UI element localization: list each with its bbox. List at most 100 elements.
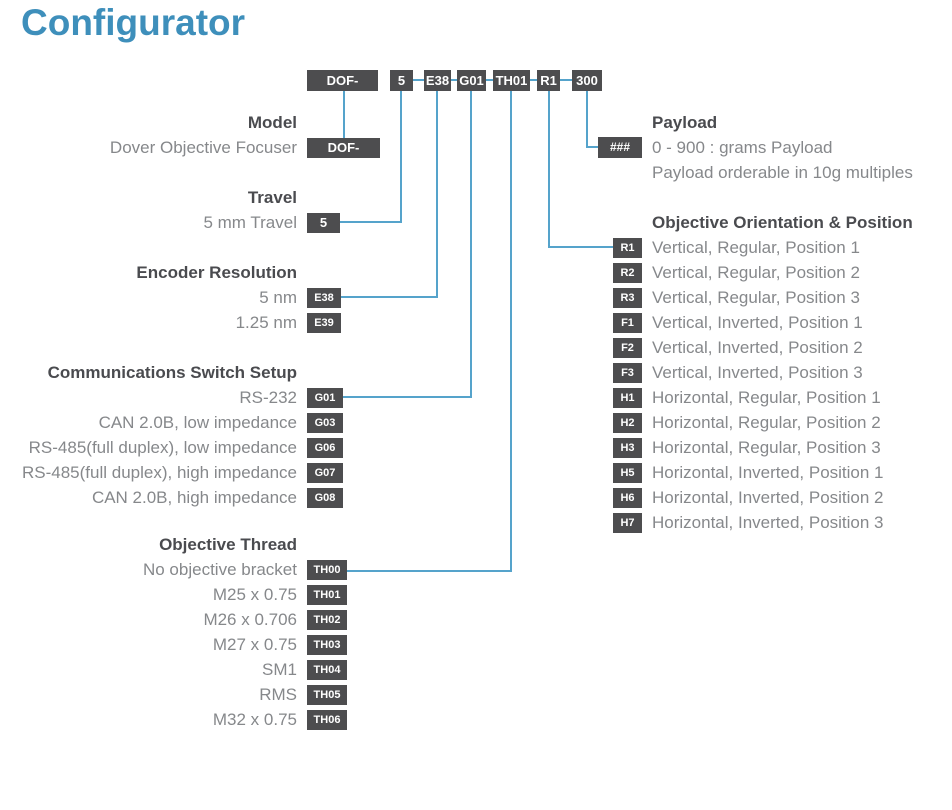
option-label: M27 x 0.75 <box>212 634 297 654</box>
section-model: Model Dover Objective Focuser DOF- <box>0 110 400 160</box>
connector-orientation-vertical <box>548 91 550 248</box>
section-model-options: Dover Objective Focuser DOF- <box>0 135 400 160</box>
section-thread-options: No objective bracket TH00 M25 x 0.75 TH0… <box>0 557 400 732</box>
option-label: Vertical, Regular, Position 2 <box>652 262 860 282</box>
section-travel: Travel 5 mm Travel 5 <box>0 185 400 235</box>
option-row: F2 Vertical, Inverted, Position 2 <box>613 335 884 360</box>
option-code-box: R1 <box>613 237 642 258</box>
option-label: Vertical, Inverted, Position 3 <box>652 362 863 382</box>
option-label: Horizontal, Regular, Position 3 <box>652 437 881 457</box>
payload-code-box: ### <box>598 137 642 158</box>
option-label: 5 mm Travel <box>203 212 297 232</box>
option-label: Horizontal, Inverted, Position 1 <box>652 462 884 482</box>
part-number-segment-orientation: R1 <box>537 70 560 91</box>
option-code-box: H6 <box>613 487 642 508</box>
option-label: Horizontal, Regular, Position 2 <box>652 412 881 432</box>
connector-travel-vertical <box>400 91 402 223</box>
option-code-box: H3 <box>613 437 642 458</box>
page-title: Configurator <box>21 2 246 43</box>
option-code-box: G03 <box>307 412 343 433</box>
option-code-box: DOF- <box>307 137 380 158</box>
option-row: RMS TH05 <box>0 682 400 707</box>
option-row: 5 mm Travel 5 <box>0 210 400 235</box>
option-label: No objective bracket <box>142 559 297 579</box>
connector-orientation-horizontal <box>548 246 613 248</box>
option-label: M25 x 0.75 <box>212 584 297 604</box>
option-code-box: TH02 <box>307 609 347 630</box>
option-code-box: R2 <box>613 262 642 283</box>
option-code-box: E39 <box>307 312 341 333</box>
option-row: M32 x 0.75 TH06 <box>0 707 400 732</box>
option-row: R2 Vertical, Regular, Position 2 <box>613 260 884 285</box>
option-label: Vertical, Inverted, Position 1 <box>652 312 863 332</box>
option-code-box: TH06 <box>307 709 347 730</box>
option-code-box: TH00 <box>307 559 347 580</box>
part-number-segment-thread: TH01 <box>493 70 530 91</box>
connector-encoder-vertical <box>436 91 438 298</box>
option-code-box: H7 <box>613 512 642 533</box>
section-encoder-options: 5 nm E38 1.25 nm E39 <box>0 285 400 335</box>
option-row: RS-485(full duplex), high impedance G07 <box>0 460 400 485</box>
option-code-box: E38 <box>307 287 341 308</box>
option-label: M26 x 0.706 <box>203 609 297 629</box>
option-row: No objective bracket TH00 <box>0 557 400 582</box>
connector-payload-horizontal <box>586 146 599 148</box>
payload-note-text: Payload orderable in 10g multiples <box>652 163 913 182</box>
option-code-box: H2 <box>613 412 642 433</box>
option-code-box: G01 <box>307 387 343 408</box>
connector-thread-horizontal <box>347 570 512 572</box>
option-row: F1 Vertical, Inverted, Position 1 <box>613 310 884 335</box>
option-code-box: H5 <box>613 462 642 483</box>
option-label: 5 nm <box>259 287 297 307</box>
connector-comms-horizontal <box>343 396 472 398</box>
section-travel-options: 5 mm Travel 5 <box>0 210 400 235</box>
option-code-box: TH05 <box>307 684 347 705</box>
option-label: Vertical, Regular, Position 3 <box>652 287 860 307</box>
part-number-segment-comms: G01 <box>457 70 486 91</box>
option-label: RS-485(full duplex), high impedance <box>22 462 297 482</box>
option-code-box: TH01 <box>307 584 347 605</box>
option-code-box: F3 <box>613 362 642 383</box>
option-label: Horizontal, Inverted, Position 3 <box>652 512 884 532</box>
option-label: 1.25 nm <box>235 312 297 332</box>
option-row: M26 x 0.706 TH02 <box>0 607 400 632</box>
payload-range-text: 0 - 900 : grams Payload <box>652 138 833 157</box>
option-row: 5 nm E38 <box>0 285 400 310</box>
part-number-segment-model: DOF- <box>307 70 378 91</box>
option-row: R3 Vertical, Regular, Position 3 <box>613 285 884 310</box>
option-code-box: G06 <box>307 437 343 458</box>
option-label: M32 x 0.75 <box>212 709 297 729</box>
section-payload-title: Payload <box>652 113 718 132</box>
connector-thread-vertical <box>510 91 512 572</box>
option-row: R1 Vertical, Regular, Position 1 <box>613 235 884 260</box>
option-label: CAN 2.0B, low impedance <box>98 412 297 432</box>
section-model-title: Model <box>247 113 297 132</box>
option-row: RS-232 G01 <box>0 385 400 410</box>
section-encoder-title: Encoder Resolution <box>136 263 297 282</box>
option-label: Vertical, Inverted, Position 2 <box>652 337 863 357</box>
part-number-segment-travel: 5 <box>390 70 413 91</box>
option-code-box: TH03 <box>307 634 347 655</box>
option-label: Horizontal, Inverted, Position 2 <box>652 487 884 507</box>
option-row: 1.25 nm E39 <box>0 310 400 335</box>
section-orientation-options: R1 Vertical, Regular, Position 1 R2 Vert… <box>613 235 884 535</box>
option-row: H2 Horizontal, Regular, Position 2 <box>613 410 884 435</box>
option-code-box: G07 <box>307 462 343 483</box>
part-number-segment-encoder: E38 <box>424 70 451 91</box>
section-encoder-resolution: Encoder Resolution 5 nm E38 1.25 nm E39 <box>0 260 400 335</box>
section-travel-title: Travel <box>247 188 297 207</box>
option-row: H6 Horizontal, Inverted, Position 2 <box>613 485 884 510</box>
option-row: H1 Horizontal, Regular, Position 1 <box>613 385 884 410</box>
option-label: CAN 2.0B, high impedance <box>91 487 297 507</box>
option-code-box: F1 <box>613 312 642 333</box>
connector-payload-vertical <box>586 91 588 148</box>
option-code-box: 5 <box>307 212 340 233</box>
option-code-box: G08 <box>307 487 343 508</box>
option-row: RS-485(full duplex), low impedance G06 <box>0 435 400 460</box>
option-row: H7 Horizontal, Inverted, Position 3 <box>613 510 884 535</box>
option-row: Dover Objective Focuser DOF- <box>0 135 400 160</box>
option-label: RMS <box>259 684 297 704</box>
connector-travel-horizontal <box>340 221 402 223</box>
option-row: H3 Horizontal, Regular, Position 3 <box>613 435 884 460</box>
